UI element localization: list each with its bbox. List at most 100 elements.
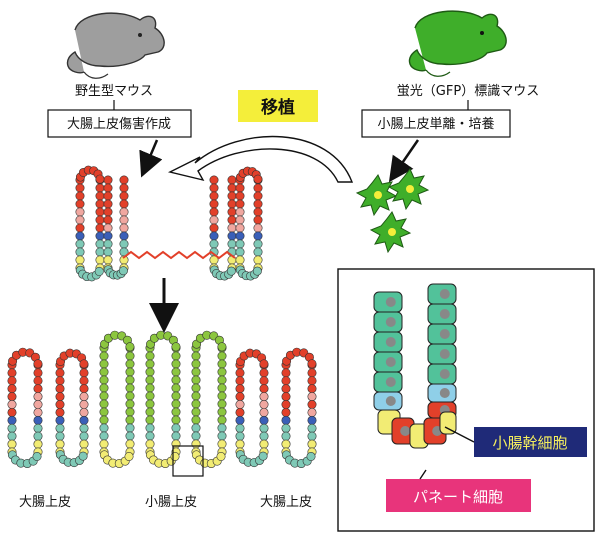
epithelial-cell [260, 416, 268, 424]
epithelial-cell [210, 216, 218, 224]
epithelial-cell [259, 452, 267, 460]
epithelial-cell [192, 368, 200, 376]
epithelial-cell [33, 452, 41, 460]
epithelial-cell [192, 416, 200, 424]
epithelial-cell [96, 224, 104, 232]
epithelial-cell [218, 343, 226, 351]
epithelial-cell [228, 200, 236, 208]
epithelial-cell [228, 208, 236, 216]
epithelial-cell [146, 384, 154, 392]
epithelial-cell [126, 432, 134, 440]
epithelial-cell [210, 200, 218, 208]
cell-nucleus [440, 329, 450, 339]
epithelial-cell [80, 424, 88, 432]
epithelial-cell [126, 440, 134, 448]
epithelial-cell [104, 200, 112, 208]
epithelial-cell [282, 377, 290, 385]
epithelial-cell [236, 408, 244, 416]
epithelial-cell [104, 240, 112, 248]
epithelial-cell [146, 432, 154, 440]
epithelial-cell [218, 384, 226, 392]
epithelial-cell [172, 384, 180, 392]
epithelial-cell [228, 224, 236, 232]
epithelial-cell [228, 240, 236, 248]
epithelial-cell [282, 440, 290, 448]
epithelial-cell [126, 360, 134, 368]
epithelial-cell [126, 392, 134, 400]
wild-type-mouse-icon [67, 13, 164, 78]
epithelial-cell [253, 267, 261, 275]
epithelial-cell [236, 369, 244, 377]
epithelial-cell [8, 408, 16, 416]
epithelial-cell [80, 400, 88, 408]
epithelial-cell [34, 377, 42, 385]
epithelial-cell [76, 200, 84, 208]
organoid [371, 212, 410, 252]
epithelial-cell [120, 232, 128, 240]
epithelial-cell [218, 376, 226, 384]
epithelial-cell [172, 432, 180, 440]
epithelial-cell [236, 200, 244, 208]
cell-nucleus [386, 396, 396, 406]
epithelial-cell [218, 368, 226, 376]
transplant-arrow [170, 137, 352, 182]
epithelial-cell [260, 360, 268, 368]
epithelial-cell [34, 408, 42, 416]
epithelial-cell [120, 200, 128, 208]
cell-nucleus [386, 337, 396, 347]
epithelial-cell [76, 240, 84, 248]
epithelial-cell [104, 208, 112, 216]
epithelial-cell [192, 440, 200, 448]
epithelial-cell [308, 400, 316, 408]
cell-nucleus [400, 426, 410, 436]
epithelial-cell [80, 385, 88, 393]
organoid [357, 175, 396, 215]
epithelial-cell [126, 352, 134, 360]
epithelial-cell [80, 377, 88, 385]
epithelial-cell [282, 416, 290, 424]
epithelial-cell [210, 184, 218, 192]
epithelial-cell [76, 184, 84, 192]
epithelial-cell [56, 400, 64, 408]
cell-nucleus [440, 309, 450, 319]
epithelial-cell [126, 424, 134, 432]
wild-type-mouse-label: 野生型マウス [75, 84, 153, 99]
epithelial-cell [34, 360, 42, 368]
epithelial-cell [126, 416, 134, 424]
epithelial-cell [8, 424, 16, 432]
epithelial-cell [95, 267, 103, 275]
epithelial-cell [236, 424, 244, 432]
epithelial-cell [236, 377, 244, 385]
tissue-label-colon-left: 大腸上皮 [19, 495, 71, 510]
epithelial-cell [236, 192, 244, 200]
epithelial-cell [260, 400, 268, 408]
epithelial-cell [282, 392, 290, 400]
epithelial-cell [96, 240, 104, 248]
epithelial-cell [260, 385, 268, 393]
epithelial-cell [34, 400, 42, 408]
paneth-cell-label: パネート細胞 [413, 488, 503, 506]
epithelial-cell [172, 376, 180, 384]
gfp-mouse-label: 蛍光（GFP）標識マウス [397, 84, 539, 99]
epithelial-cell [171, 452, 179, 460]
epithelial-cell [308, 392, 316, 400]
tissue-label-small-intestine: 小腸上皮 [145, 495, 197, 510]
epithelial-cell [254, 184, 262, 192]
epithelial-cell [254, 200, 262, 208]
epithelial-cell [56, 424, 64, 432]
epithelial-cell [308, 440, 316, 448]
epithelial-cell [126, 343, 134, 351]
epithelial-cell [236, 208, 244, 216]
epithelial-cell [254, 175, 262, 183]
epithelial-cell [192, 360, 200, 368]
epithelial-cell [254, 240, 262, 248]
epithelial-cell [56, 440, 64, 448]
epithelial-cell [104, 216, 112, 224]
epithelial-cell [192, 408, 200, 416]
epithelial-cell [172, 408, 180, 416]
epithelial-cell [218, 416, 226, 424]
epithelial-cell [80, 432, 88, 440]
epithelial-cell [80, 440, 88, 448]
epithelial-cell [210, 240, 218, 248]
